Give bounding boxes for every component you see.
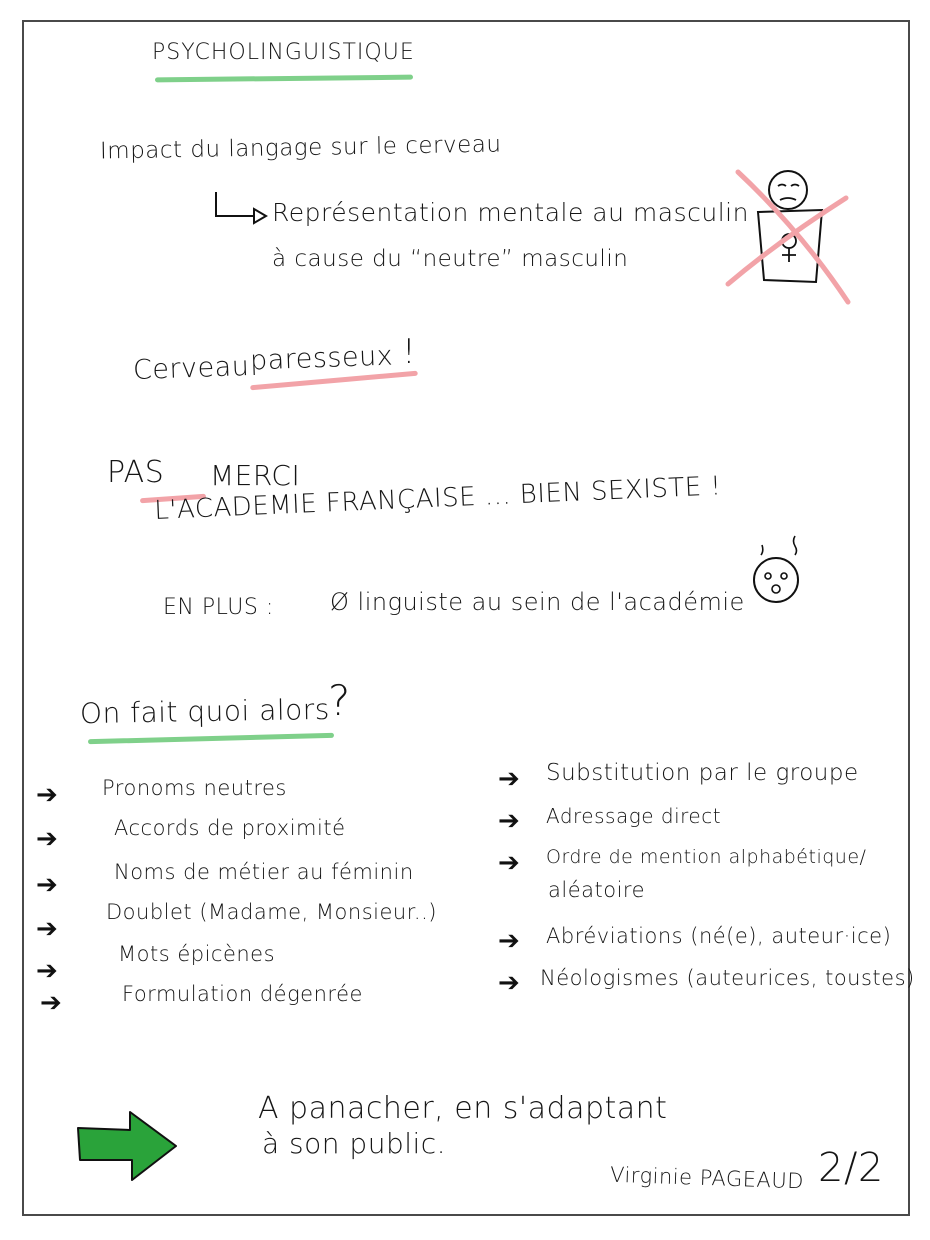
conclusion-line-2: à son public. (262, 1127, 447, 1160)
list-item-text: Substitution par le groupe (546, 760, 859, 786)
list-item-text: Abréviations (né(e), auteur·ice) (546, 924, 892, 948)
list-item-text: Néologismes (auteurices, toustes) (540, 966, 915, 990)
arrow-right-icon: ➔ (36, 870, 58, 900)
merci-text: MERCI (210, 459, 301, 492)
list-item-text: Accords de proximité (114, 816, 346, 840)
arrow-right-icon: ➔ (36, 780, 58, 810)
list-item-text: Noms de métier au féminin (114, 860, 414, 884)
arrow-right-icon: ➔ (36, 914, 58, 944)
list-item-text: Adressage direct (546, 804, 722, 828)
conclusion-line-1: A panacher, en s'adaptant (258, 1091, 668, 1126)
pas-text: PAS (107, 455, 165, 490)
list-item-text: Doublet (Madame, Monsieur..) (106, 900, 437, 924)
arrow-right-icon: ➔ (498, 926, 520, 956)
arrow-right-icon: ➔ (36, 956, 58, 986)
list-item-continuation: aléatoire (548, 878, 646, 902)
page-title: PSYCHOLINGUISTIQUE (152, 40, 415, 65)
cerveau-exclamation: ! (402, 332, 417, 372)
list-item-text: Pronoms neutres (102, 776, 287, 800)
arrow-right-icon: ➔ (498, 968, 520, 998)
arrow-right-icon: ➔ (40, 988, 62, 1018)
question-mark: ? (328, 676, 351, 725)
en-plus-text: Ø linguiste au sein de l'académie (330, 588, 745, 616)
arrow-right-icon: ➔ (36, 824, 58, 854)
arrow-right-icon: ➔ (498, 806, 520, 836)
arrow-right-icon: ➔ (498, 764, 520, 794)
representation-line-2: à cause du “neutre” masculin (272, 246, 629, 272)
list-item-text: Ordre de mention alphabétique/ (546, 846, 867, 868)
en-plus-label: EN PLUS : (163, 595, 274, 620)
page-frame (22, 20, 910, 1216)
list-item-text: Mots épicènes (118, 942, 276, 966)
list-item-text: Formulation dégenrée (122, 982, 363, 1006)
page-number: 2/2 (818, 1145, 884, 1191)
arrow-right-icon: ➔ (498, 848, 520, 878)
representation-line-1: Représentation mentale au masculin (272, 198, 749, 227)
